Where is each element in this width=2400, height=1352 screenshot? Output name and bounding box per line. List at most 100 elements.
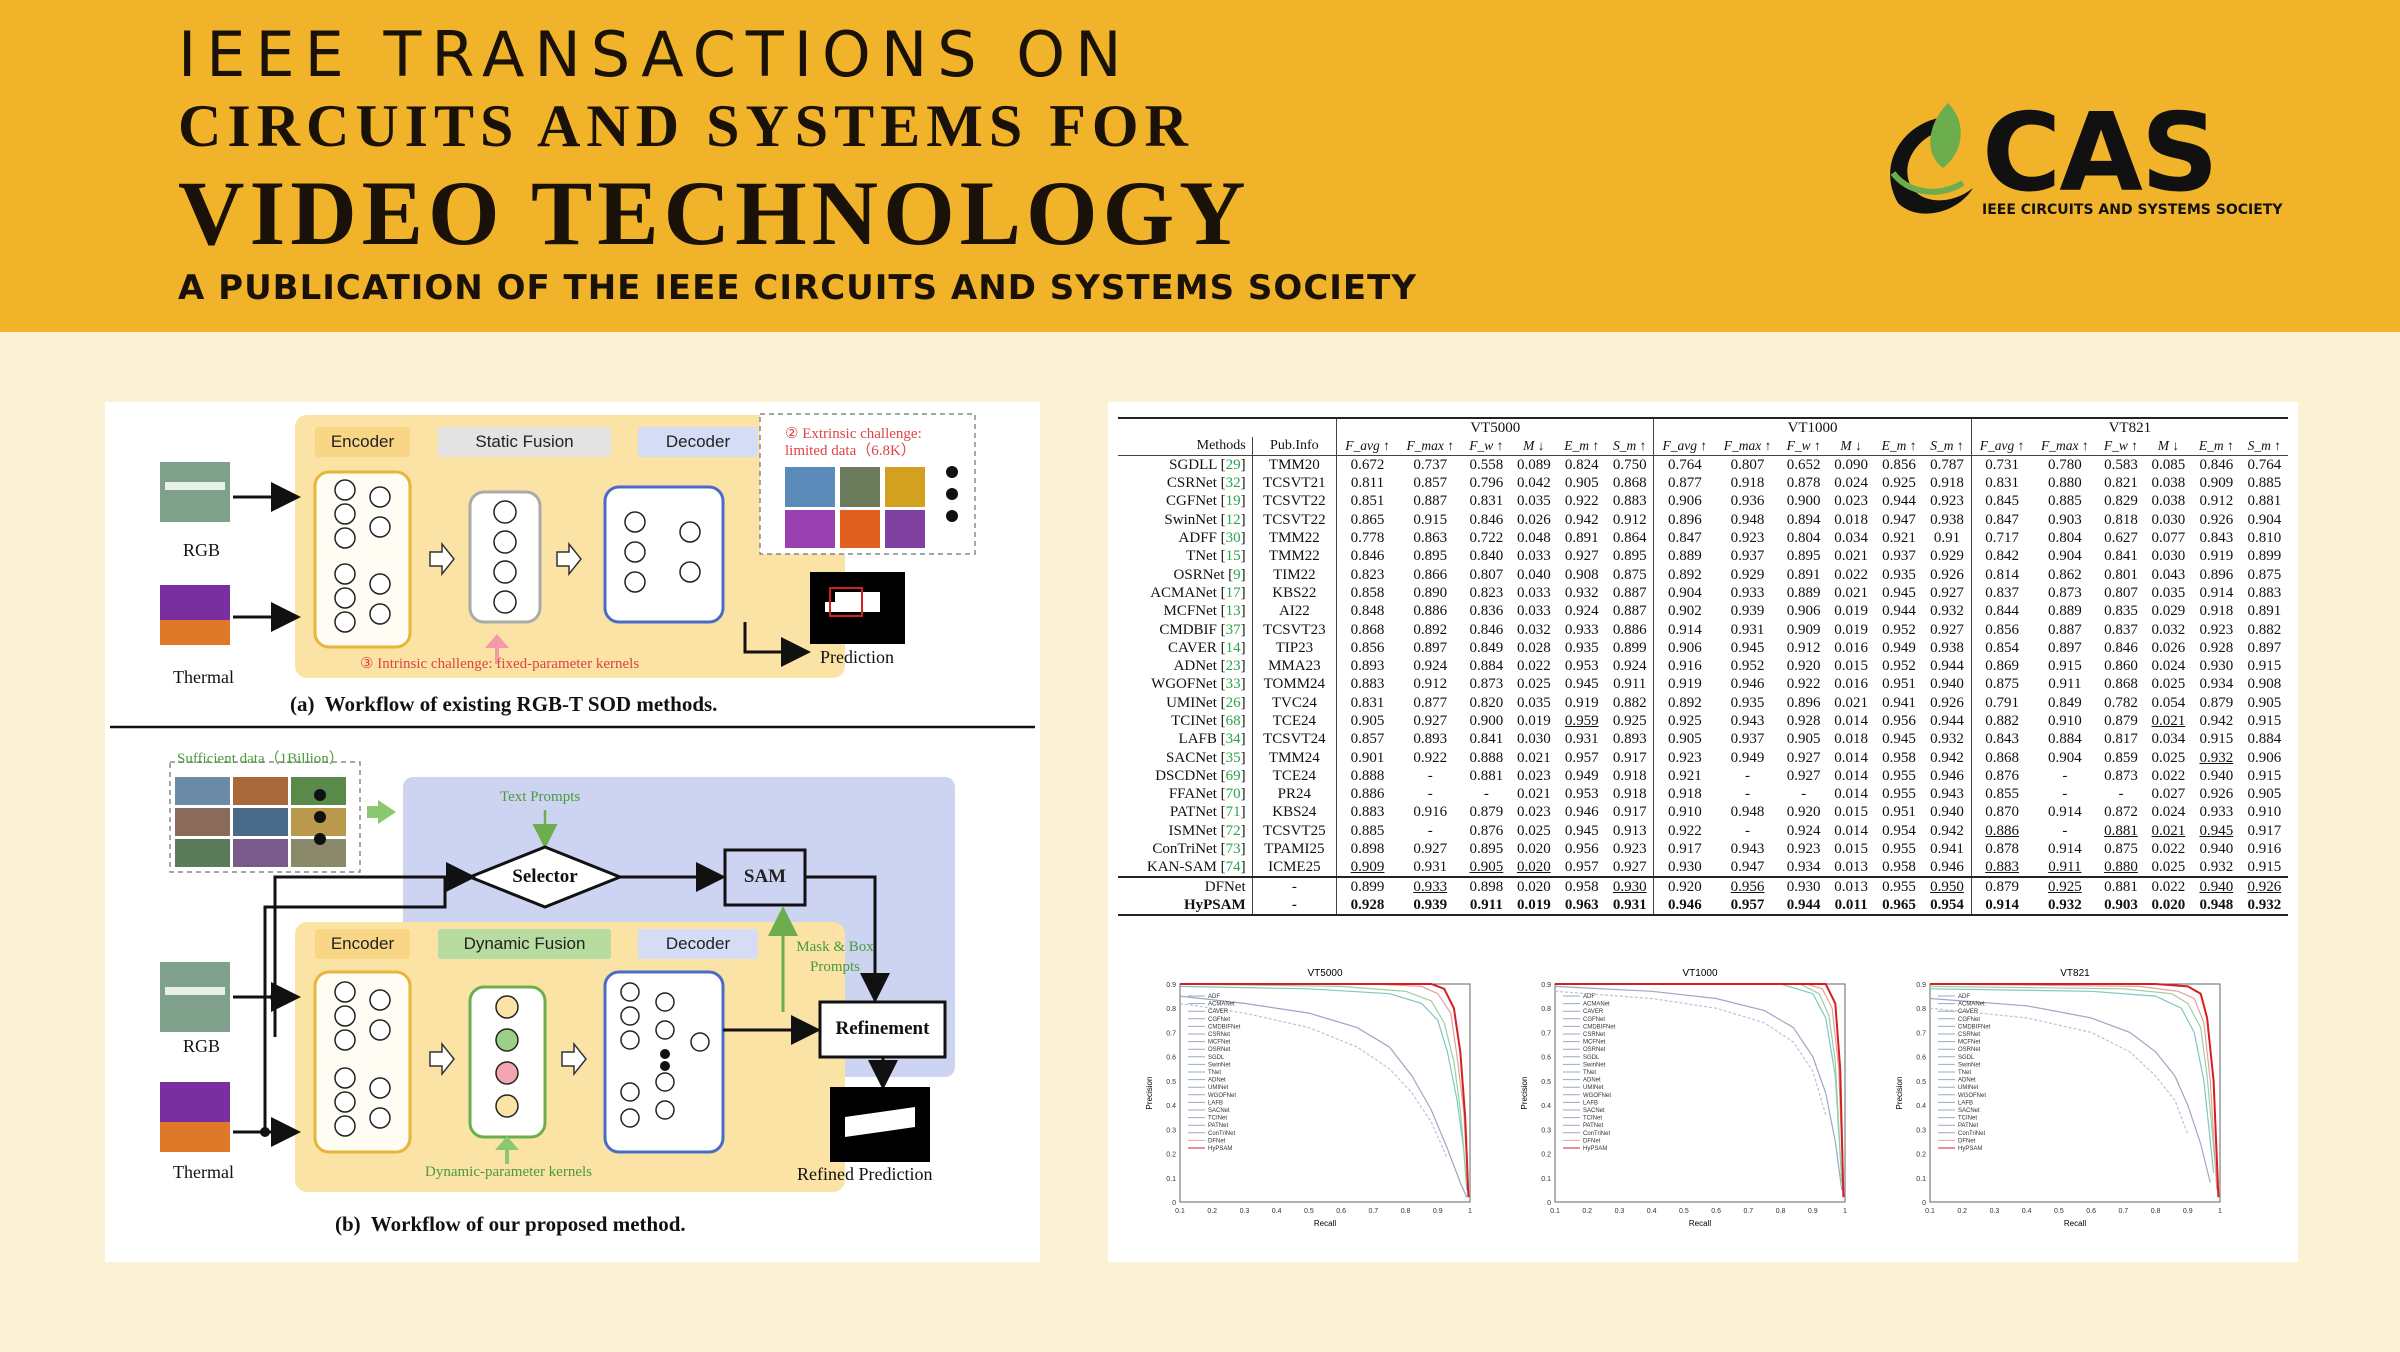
caption-b-label: (b) [335, 1212, 361, 1236]
metric-value: 0.918 [1730, 475, 1765, 492]
method-name: ACMANet [17] [1150, 584, 1246, 601]
metric-value: 0.940 [2192, 876, 2241, 897]
metric-value: 0.846 [2104, 639, 2138, 656]
metric-value: 0.888 [1469, 749, 1504, 766]
decoder-label-b: Decoder [665, 934, 731, 953]
metric-value: 0.931 [1413, 859, 1448, 876]
metric-header: F_w ↑ [1462, 437, 1511, 456]
metric-value: 0.886 [1970, 821, 2033, 840]
metric-value: 0.880 [2104, 859, 2138, 876]
metric-value: 0.940 [1930, 804, 1964, 821]
metric-value: 0.943 [1730, 713, 1765, 729]
metric-value: 0.897 [2047, 639, 2082, 656]
metric-value: 0.043 [2151, 566, 2186, 583]
metric-value: 0.951 [1882, 804, 1916, 821]
metric-value: 0.897 [1413, 639, 1448, 656]
metric-value: 0.872 [2104, 804, 2138, 821]
banner-line-1: IEEE TRANSACTIONS ON [178, 18, 1132, 91]
text-prompts-label: Text Prompts [500, 789, 581, 805]
legend-entry: ConTriNet [1958, 1131, 1985, 1137]
metric-value: 0.917 [1653, 839, 1716, 859]
metric-value: 0.897 [2247, 639, 2282, 656]
metric-value: 0.627 [2104, 530, 2138, 547]
metric-value: 0.879 [1469, 804, 1504, 821]
metric-value: 0.896 [1653, 510, 1716, 529]
method-label: SwinNet [1164, 511, 1217, 528]
metric-value: 0.933 [1397, 876, 1463, 897]
metric-value: 0.038 [2151, 493, 2186, 510]
citation-ref: 71 [1225, 804, 1241, 821]
metric-value: 0.899 [1336, 876, 1398, 897]
y-tick-label: 0 [1172, 1200, 1176, 1207]
metric-value: 0.021 [1516, 786, 1551, 803]
series-line-dfnet [1929, 983, 2218, 1190]
metric-value: 0.930 [1653, 858, 1716, 878]
metric-value: 0.932 [2199, 859, 2234, 876]
method-label: DSCDNet [1155, 767, 1217, 784]
metric-value: 0.952 [1882, 621, 1916, 638]
metric-value: 0.932 [2199, 749, 2234, 766]
metric-value: 0.026 [1516, 511, 1551, 528]
metric-value: 0.849 [2047, 694, 2082, 711]
metric-value: 0.023 [1516, 767, 1551, 784]
metric-value: 0.945 [1564, 676, 1599, 693]
rgb-label-a: RGB [183, 540, 221, 560]
metric-value: 0.845 [1970, 492, 2033, 511]
citation-ref: 33 [1225, 676, 1241, 693]
citation-ref: 30 [1225, 530, 1241, 547]
metric-value: 0.801 [2104, 566, 2138, 583]
x-tick-label: 0.7 [2118, 1208, 2128, 1215]
y-tick-label: 0.8 [1166, 1006, 1176, 1013]
plot-area [1929, 983, 2221, 1203]
metric-value: 0.893 [1336, 656, 1398, 676]
metric-value: 0.927 [1612, 859, 1647, 876]
series-line-caver [1929, 985, 2218, 1183]
legend-entry: ADF [1208, 994, 1220, 1000]
metric-value: 0.843 [1970, 730, 2033, 749]
x-tick-label: 0.5 [1679, 1208, 1689, 1215]
metric-value: 0.870 [1970, 803, 2033, 822]
series-line-hypsam [1180, 983, 1470, 1198]
metric-value: 0.929 [1930, 548, 1964, 565]
metric-value: 0.909 [2199, 475, 2234, 492]
metric-value: 0.947 [1730, 859, 1765, 876]
metric-value: 0.843 [2199, 530, 2234, 547]
metric-header: M ↓ [1510, 437, 1558, 456]
metric-value: 0.900 [1469, 713, 1504, 729]
series-line-adf [1554, 985, 1843, 1190]
pub-info: TCE24 [1251, 711, 1337, 731]
method-label: LAFB [1178, 731, 1217, 748]
method-label: CSRNet [1166, 475, 1217, 492]
citation-ref: 15 [1225, 548, 1241, 565]
method-name: CAVER [14] [1167, 639, 1246, 656]
metric-value: 0.893 [1612, 731, 1647, 748]
legend-entry: SwinNet [1583, 1062, 1606, 1068]
metric-value: - [2062, 767, 2068, 784]
x-tick-label: 0.9 [1808, 1208, 1818, 1215]
metric-value: 0.91 [1933, 530, 1961, 547]
y-axis-label: Precision [1145, 1077, 1154, 1110]
metric-value: 0.948 [1730, 511, 1765, 528]
metric-value: 0.928 [1786, 713, 1821, 729]
metric-value: 0.807 [1469, 566, 1504, 583]
metric-value: 0.919 [2199, 548, 2234, 565]
metric-value: 0.791 [1970, 693, 2033, 712]
metric-value: 0.811 [1336, 474, 1398, 493]
citation-ref: 9 [1233, 566, 1241, 583]
metric-value: 0.932 [1564, 584, 1599, 601]
metric-value: 0.913 [1612, 822, 1647, 839]
metric-value: 0.717 [1970, 528, 2033, 548]
rgb-image-b [160, 962, 230, 1032]
banner-line-2: CIRCUITS AND SYSTEMS FOR [178, 93, 1194, 159]
method-label: KAN-SAM [1146, 859, 1217, 876]
metric-value: 0.934 [1786, 859, 1821, 876]
y-tick-label: 0.9 [1166, 982, 1176, 989]
metric-value: 0.943 [1730, 841, 1765, 858]
selector-label: Selector [512, 866, 578, 887]
metric-value: 0.015 [1834, 841, 1868, 858]
